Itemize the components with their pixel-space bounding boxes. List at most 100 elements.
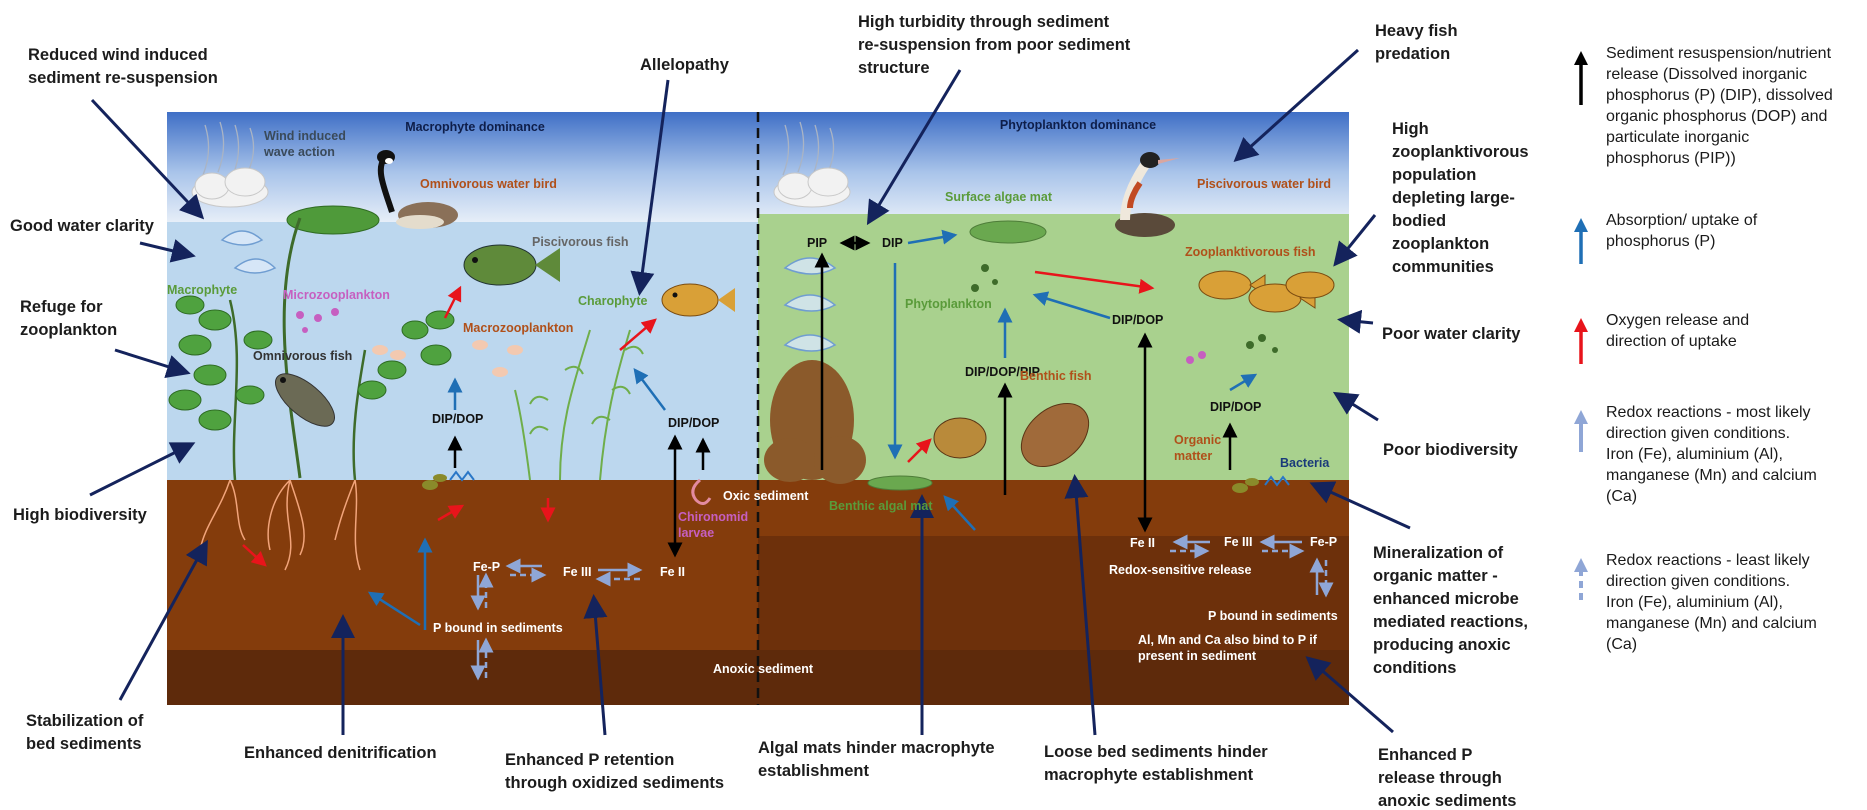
benthic-algal-mat-icon	[868, 476, 932, 490]
label-poor-clarity: Poor water clarity	[1382, 325, 1521, 343]
label-heavy-predation: Heavy fish	[1375, 22, 1458, 40]
inner-microzoo: Microzooplankton	[283, 288, 390, 302]
label-good-clarity: Good water clarity	[10, 217, 155, 235]
label-turbidity: structure	[858, 59, 930, 77]
inner-organic-matter: Organic	[1174, 433, 1221, 447]
label-p-release: Enhanced P	[1378, 746, 1472, 764]
inner-chironomid: larvae	[678, 526, 714, 540]
inner-al-mn: present in sediment	[1138, 649, 1257, 663]
label-mineralization: conditions	[1373, 659, 1456, 677]
inner-benthic-algal: Benthic algal mat	[829, 499, 933, 513]
inner-pip: PIP	[807, 236, 827, 250]
inner-charophyte: Charophyte	[578, 294, 648, 308]
legend-text-light: Redox reactions - most likely	[1606, 404, 1811, 421]
inner-oxic: Oxic sediment	[723, 489, 809, 503]
inner-p-bound-l: P bound in sediments	[433, 621, 563, 635]
inner-bacteria: Bacteria	[1280, 456, 1330, 470]
inner-p-bound-r: P bound in sediments	[1208, 609, 1338, 623]
surface-algae-mat-icon	[970, 221, 1046, 243]
inner-omni-bird: Omnivorous water bird	[420, 177, 557, 191]
inner-benthic-fish: Benthic fish	[1020, 369, 1092, 383]
label-stabilization: Stabilization of	[26, 712, 144, 730]
inner-fe2-l: Fe II	[660, 565, 685, 579]
legend-text-light: (Ca)	[1606, 488, 1637, 505]
label-algal-mats: Algal mats hinder macrophyte	[758, 739, 995, 757]
label-mineralization: mediated reactions,	[1373, 613, 1528, 631]
legend-arrowhead-black	[1574, 51, 1588, 65]
label-mineralization: organic matter -	[1373, 567, 1498, 585]
inner-fe-p-l: Fe-P	[473, 560, 500, 574]
label-zoo-pop: zooplanktivorous	[1392, 143, 1529, 161]
legend-text-red: Oxygen release and	[1606, 312, 1749, 329]
label-mineralization: Mineralization of	[1373, 544, 1504, 562]
inner-fe3-l: Fe III	[563, 565, 591, 579]
legend-text-black: Sediment resuspension/nutrient	[1606, 45, 1832, 62]
label-loose-bed: Loose bed sediments hinder	[1044, 743, 1268, 761]
inner-fe-p-r: Fe-P	[1310, 535, 1337, 549]
inner-zoo-fish: Zooplanktivorous fish	[1185, 245, 1316, 259]
label-zoo-pop: depleting large-	[1392, 189, 1515, 207]
legend-text-dashed: (Ca)	[1606, 636, 1637, 653]
label-algal-mats: establishment	[758, 762, 869, 780]
label-loose-bed: macrophyte establishment	[1044, 766, 1254, 784]
label-p-retention: through oxidized sediments	[505, 774, 724, 792]
inner-dip: DIP	[882, 236, 903, 250]
legend-text-light: direction given conditions.	[1606, 425, 1790, 442]
label-turbidity: re-suspension from poor sediment	[858, 36, 1131, 54]
label-reduced-wind: sediment re-suspension	[28, 69, 218, 87]
legend-text-black: particulate inorganic	[1606, 129, 1749, 146]
inner-macrophyte-dominance: Macrophyte dominance	[405, 120, 545, 134]
legend-arrowhead-light	[1574, 410, 1588, 424]
legend-arrowhead-dashed	[1574, 558, 1588, 572]
inner-redox: Redox-sensitive release	[1109, 563, 1251, 577]
label-denitrification: Enhanced denitrification	[244, 744, 437, 762]
label-zoo-pop: bodied	[1392, 212, 1446, 230]
inner-pisc-bird: Piscivorous water bird	[1197, 177, 1331, 191]
label-mineralization: enhanced microbe	[1373, 590, 1519, 608]
label-zoo-pop: High	[1392, 120, 1429, 138]
legend-text-black: organic phosphorus (DOP) and	[1606, 108, 1827, 125]
legend-text-light: Iron (Fe), aluminium (Al),	[1606, 446, 1783, 463]
legend-text-light: manganese (Mn) and calcium	[1606, 467, 1817, 484]
label-high-bio: High biodiversity	[13, 506, 148, 524]
inner-phytoplankton: Phytoplankton	[905, 297, 992, 311]
legend-text-blue: phosphorus (P)	[1606, 233, 1715, 250]
label-p-release: anoxic sediments	[1378, 792, 1516, 810]
label-zoo-pop: population	[1392, 166, 1476, 184]
inner-wind: wave action	[263, 145, 335, 159]
inner-al-mn: Al, Mn and Ca also bind to P if	[1138, 633, 1318, 647]
label-reduced-wind: Reduced wind induced	[28, 46, 208, 64]
inner-dip-dop-2: DIP/DOP	[668, 416, 719, 430]
label-poor-bio: Poor biodiversity	[1383, 441, 1519, 459]
label-zoo-pop: zooplankton	[1392, 235, 1489, 253]
legend: Sediment resuspension/nutrient release (D…	[1574, 45, 1833, 653]
legend-text-black: phosphorus (P) (DIP), dissolved	[1606, 87, 1833, 104]
legend-text-red: direction of uptake	[1606, 333, 1737, 350]
inner-omni-fish: Omnivorous fish	[253, 349, 352, 363]
inner-pisc-fish: Piscivorous fish	[532, 235, 629, 249]
label-refuge: zooplankton	[20, 321, 117, 339]
inner-organic-matter: matter	[1174, 449, 1212, 463]
inner-fe3-r: Fe III	[1224, 535, 1252, 549]
inner-macrophyte: Macrophyte	[167, 283, 237, 297]
inner-surface-algae: Surface algae mat	[945, 190, 1053, 204]
legend-text-dashed: Iron (Fe), aluminium (Al),	[1606, 594, 1783, 611]
label-allelopathy: Allelopathy	[640, 56, 730, 74]
legend-text-dashed: manganese (Mn) and calcium	[1606, 615, 1817, 632]
label-turbidity: High turbidity through sediment	[858, 13, 1110, 31]
label-mineralization: producing anoxic	[1373, 636, 1511, 654]
inner-macrozoo: Macrozooplankton	[463, 321, 573, 335]
label-p-release: release through	[1378, 769, 1502, 787]
legend-arrowhead-red	[1574, 318, 1588, 332]
inner-dip-dop-r: DIP/DOP	[1112, 313, 1163, 327]
label-refuge: Refuge for	[20, 298, 103, 316]
legend-text-dashed: Redox reactions - least likely	[1606, 552, 1810, 569]
inner-dip-dop-r2: DIP/DOP	[1210, 400, 1261, 414]
inner-anoxic: Anoxic sediment	[713, 662, 814, 676]
legend-text-black: release (Dissolved inorganic	[1606, 66, 1807, 83]
inner-wind: Wind induced	[264, 129, 346, 143]
legend-arrowhead-blue	[1574, 218, 1588, 232]
label-heavy-predation: predation	[1375, 45, 1450, 63]
label-zoo-pop: communities	[1392, 258, 1494, 276]
inner-dip-dop-1: DIP/DOP	[432, 412, 483, 426]
